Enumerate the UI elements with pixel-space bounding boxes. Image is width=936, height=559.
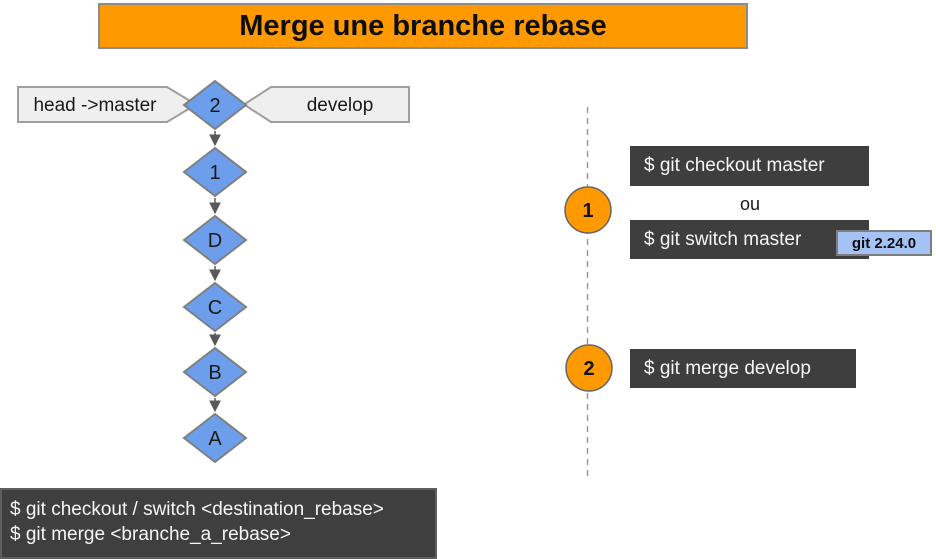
commit-label: A: [208, 428, 222, 450]
commit-label: 1: [209, 162, 220, 184]
command-box-checkout-master: $ git checkout master: [630, 146, 869, 186]
head-master-shape: [17, 86, 198, 123]
commit-diamond: [182, 281, 248, 333]
step-circle-1: [564, 186, 612, 234]
legend-line-2: $ git merge <branche_a_rebase>: [10, 524, 291, 545]
command-text: $ git switch master: [644, 228, 802, 250]
commit-label: C: [208, 297, 222, 319]
step-number-1: 1: [582, 200, 593, 222]
commit-label: D: [208, 230, 222, 252]
or-separator: ou: [739, 194, 761, 214]
head-master-label: head ->master: [33, 95, 157, 116]
commit-diamond: [182, 346, 248, 398]
commit-diamond: [182, 214, 248, 266]
generic-commands-box: $ git checkout / switch <destination_reb…: [0, 488, 437, 559]
commit-diamond: [182, 146, 248, 198]
command-text: $ git checkout master: [644, 155, 825, 176]
title-banner: Merge une branche rebase: [98, 3, 748, 49]
git-version-badge: git 2.24.0: [836, 230, 932, 256]
commit-label: B: [208, 362, 221, 384]
command-text: $ git merge develop: [644, 357, 811, 379]
commit-diamond: [182, 412, 248, 464]
page-title: Merge une branche rebase: [239, 9, 607, 42]
legend-line-1: $ git checkout / switch <destination_reb…: [10, 499, 384, 520]
command-box-switch-master: $ git switch master: [630, 220, 869, 259]
develop-shape: [242, 86, 410, 123]
step-number-2: 2: [583, 358, 594, 380]
develop-label: develop: [307, 95, 374, 116]
git-version-text: git 2.24.0: [851, 234, 917, 252]
commit-label: 2: [209, 95, 220, 117]
command-box-merge-develop: $ git merge develop: [630, 349, 856, 388]
commit-diamond: [182, 79, 248, 131]
step-circle-2: [565, 344, 613, 392]
